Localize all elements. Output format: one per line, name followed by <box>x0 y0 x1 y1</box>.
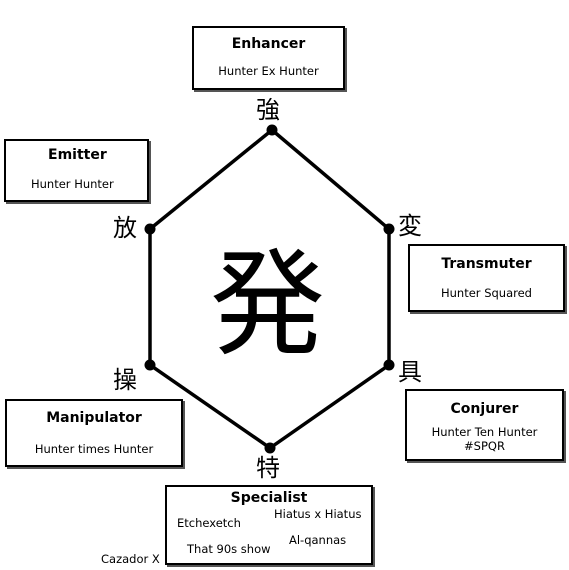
specialist-box: Specialist <box>165 485 373 565</box>
vertex-dot-manipulator <box>144 359 156 371</box>
specialist-title: Specialist <box>230 490 308 506</box>
emitter-title: Emitter <box>48 147 107 163</box>
kanji-manipulator: 操 <box>113 366 137 394</box>
manipulator-subtitle: Hunter times Hunter <box>34 442 154 456</box>
center-kanji: 発 <box>210 238 326 372</box>
kanji-enhancer: 強 <box>256 96 280 124</box>
transmuter-subtitle: Hunter Squared <box>441 286 532 300</box>
kanji-transmuter: 変 <box>398 212 422 240</box>
conjurer-subtitle-line1: Hunter Ten Hunter <box>431 425 538 439</box>
kanji-specialist: 特 <box>256 454 280 482</box>
specialist-entry-al-qannas: Al-qannas <box>289 533 347 547</box>
enhancer-subtitle: Hunter Ex Hunter <box>218 64 319 78</box>
specialist-entry-hiatus: Hiatus x Hiatus <box>274 507 362 521</box>
conjurer-title: Conjurer <box>450 401 519 417</box>
manipulator-box: Manipulator Hunter times Hunter <box>5 399 183 467</box>
kanji-conjurer: 具 <box>398 358 422 386</box>
kanji-emitter: 放 <box>113 214 137 242</box>
enhancer-title: Enhancer <box>231 36 306 52</box>
conjurer-box: Conjurer Hunter Ten Hunter #SPQR <box>405 389 564 461</box>
emitter-subtitle: Hunter Hunter <box>31 177 114 191</box>
vertex-dot-enhancer <box>266 124 278 136</box>
vertex-dot-transmuter <box>383 223 395 235</box>
transmuter-box: Transmuter Hunter Squared <box>408 244 565 312</box>
cazador-label: Cazador X <box>101 552 160 566</box>
vertex-dot-conjurer <box>383 359 395 371</box>
vertex-dot-emitter <box>144 223 156 235</box>
conjurer-subtitle-line2: #SPQR <box>464 439 505 453</box>
manipulator-title: Manipulator <box>46 410 142 426</box>
transmuter-title: Transmuter <box>441 256 532 272</box>
specialist-entry-etchexetch: Etchexetch <box>177 516 241 530</box>
vertex-dot-specialist <box>264 442 276 454</box>
emitter-box: Emitter Hunter Hunter <box>4 139 149 202</box>
enhancer-box: Enhancer Hunter Ex Hunter <box>192 26 345 90</box>
specialist-entry-90s-show: That 90s show <box>187 542 271 556</box>
